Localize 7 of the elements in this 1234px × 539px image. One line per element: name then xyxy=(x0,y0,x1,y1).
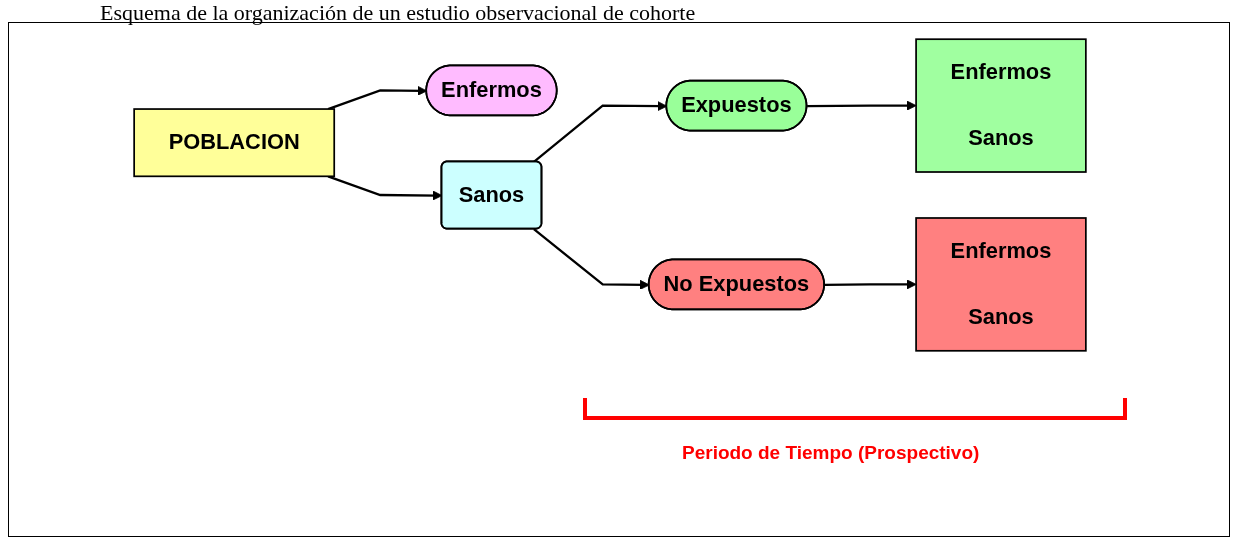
node-box: Enfermos Sanos xyxy=(915,217,1087,352)
title: Esquema de la organización de un estudio observacional de cohorte xyxy=(100,0,696,26)
period-label: Periodo de Tiempo (Prospectivo) xyxy=(682,442,980,464)
node-box: POBLACION xyxy=(133,108,336,178)
arrow xyxy=(824,279,917,290)
node-box: Enfermos Sanos xyxy=(915,38,1087,173)
arrow xyxy=(807,100,917,111)
